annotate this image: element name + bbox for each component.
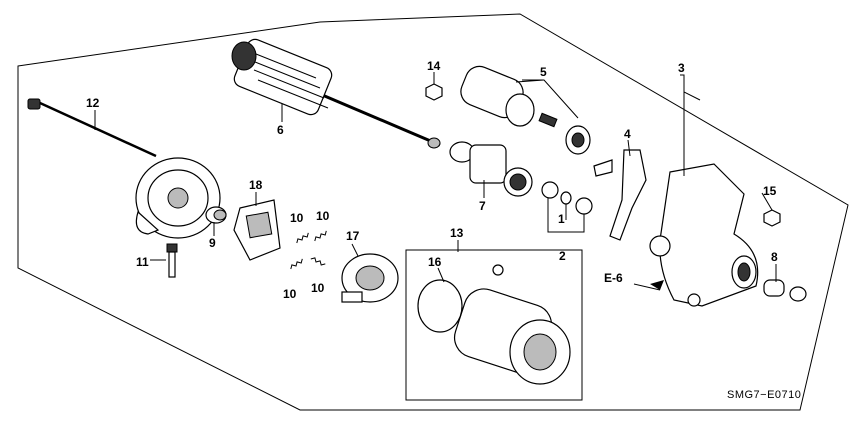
diagram-code: SMG7−E0710 <box>727 389 801 401</box>
bushing-part <box>205 206 227 224</box>
nut-part-right <box>763 209 781 227</box>
solenoid-part <box>460 65 591 155</box>
callout-3: 3 <box>678 61 685 75</box>
nut-part-top <box>425 83 443 101</box>
callout-16: 16 <box>428 255 442 269</box>
brush-holder-part <box>341 253 399 303</box>
reference-label: E-6 <box>604 271 623 285</box>
callout-13: 13 <box>450 226 464 240</box>
callout-1: 1 <box>558 212 565 226</box>
callout-15: 15 <box>763 184 777 198</box>
callout-10b: 10 <box>316 209 330 223</box>
brush-springs-part <box>290 230 327 270</box>
yoke-part <box>417 264 571 385</box>
leader-lines <box>94 72 777 291</box>
shift-lever-part <box>593 149 647 241</box>
gear-housing-part <box>649 163 759 307</box>
yoke-assembly-boundary <box>405 249 583 401</box>
callout-9: 9 <box>209 236 216 250</box>
filled-arrow-icon <box>650 280 664 290</box>
callout-8: 8 <box>771 250 778 264</box>
callout-10c: 10 <box>283 287 297 301</box>
rear-bushing-part <box>763 279 807 302</box>
callout-10d: 10 <box>311 281 325 295</box>
through-bolt-part <box>27 98 157 158</box>
callout-7: 7 <box>479 199 486 213</box>
callout-4: 4 <box>624 127 631 141</box>
callout-11: 11 <box>136 255 149 269</box>
callout-5: 5 <box>540 65 547 79</box>
callout-12: 12 <box>86 96 100 110</box>
stop-ring-parts <box>541 181 593 215</box>
overrunning-clutch-part <box>449 141 533 197</box>
callout-10a: 10 <box>290 211 304 225</box>
assembly-boundary-outline <box>17 13 849 411</box>
callout-17: 17 <box>346 229 360 243</box>
callout-14: 14 <box>427 59 441 73</box>
rear-end-cover-part <box>135 157 221 239</box>
armature-part <box>231 38 441 149</box>
callout-18: 18 <box>249 178 263 192</box>
callout-6: 6 <box>277 123 284 137</box>
brush-holder-plate-part <box>233 199 281 261</box>
small-bolt-part <box>166 243 178 278</box>
callout-2: 2 <box>559 249 566 263</box>
